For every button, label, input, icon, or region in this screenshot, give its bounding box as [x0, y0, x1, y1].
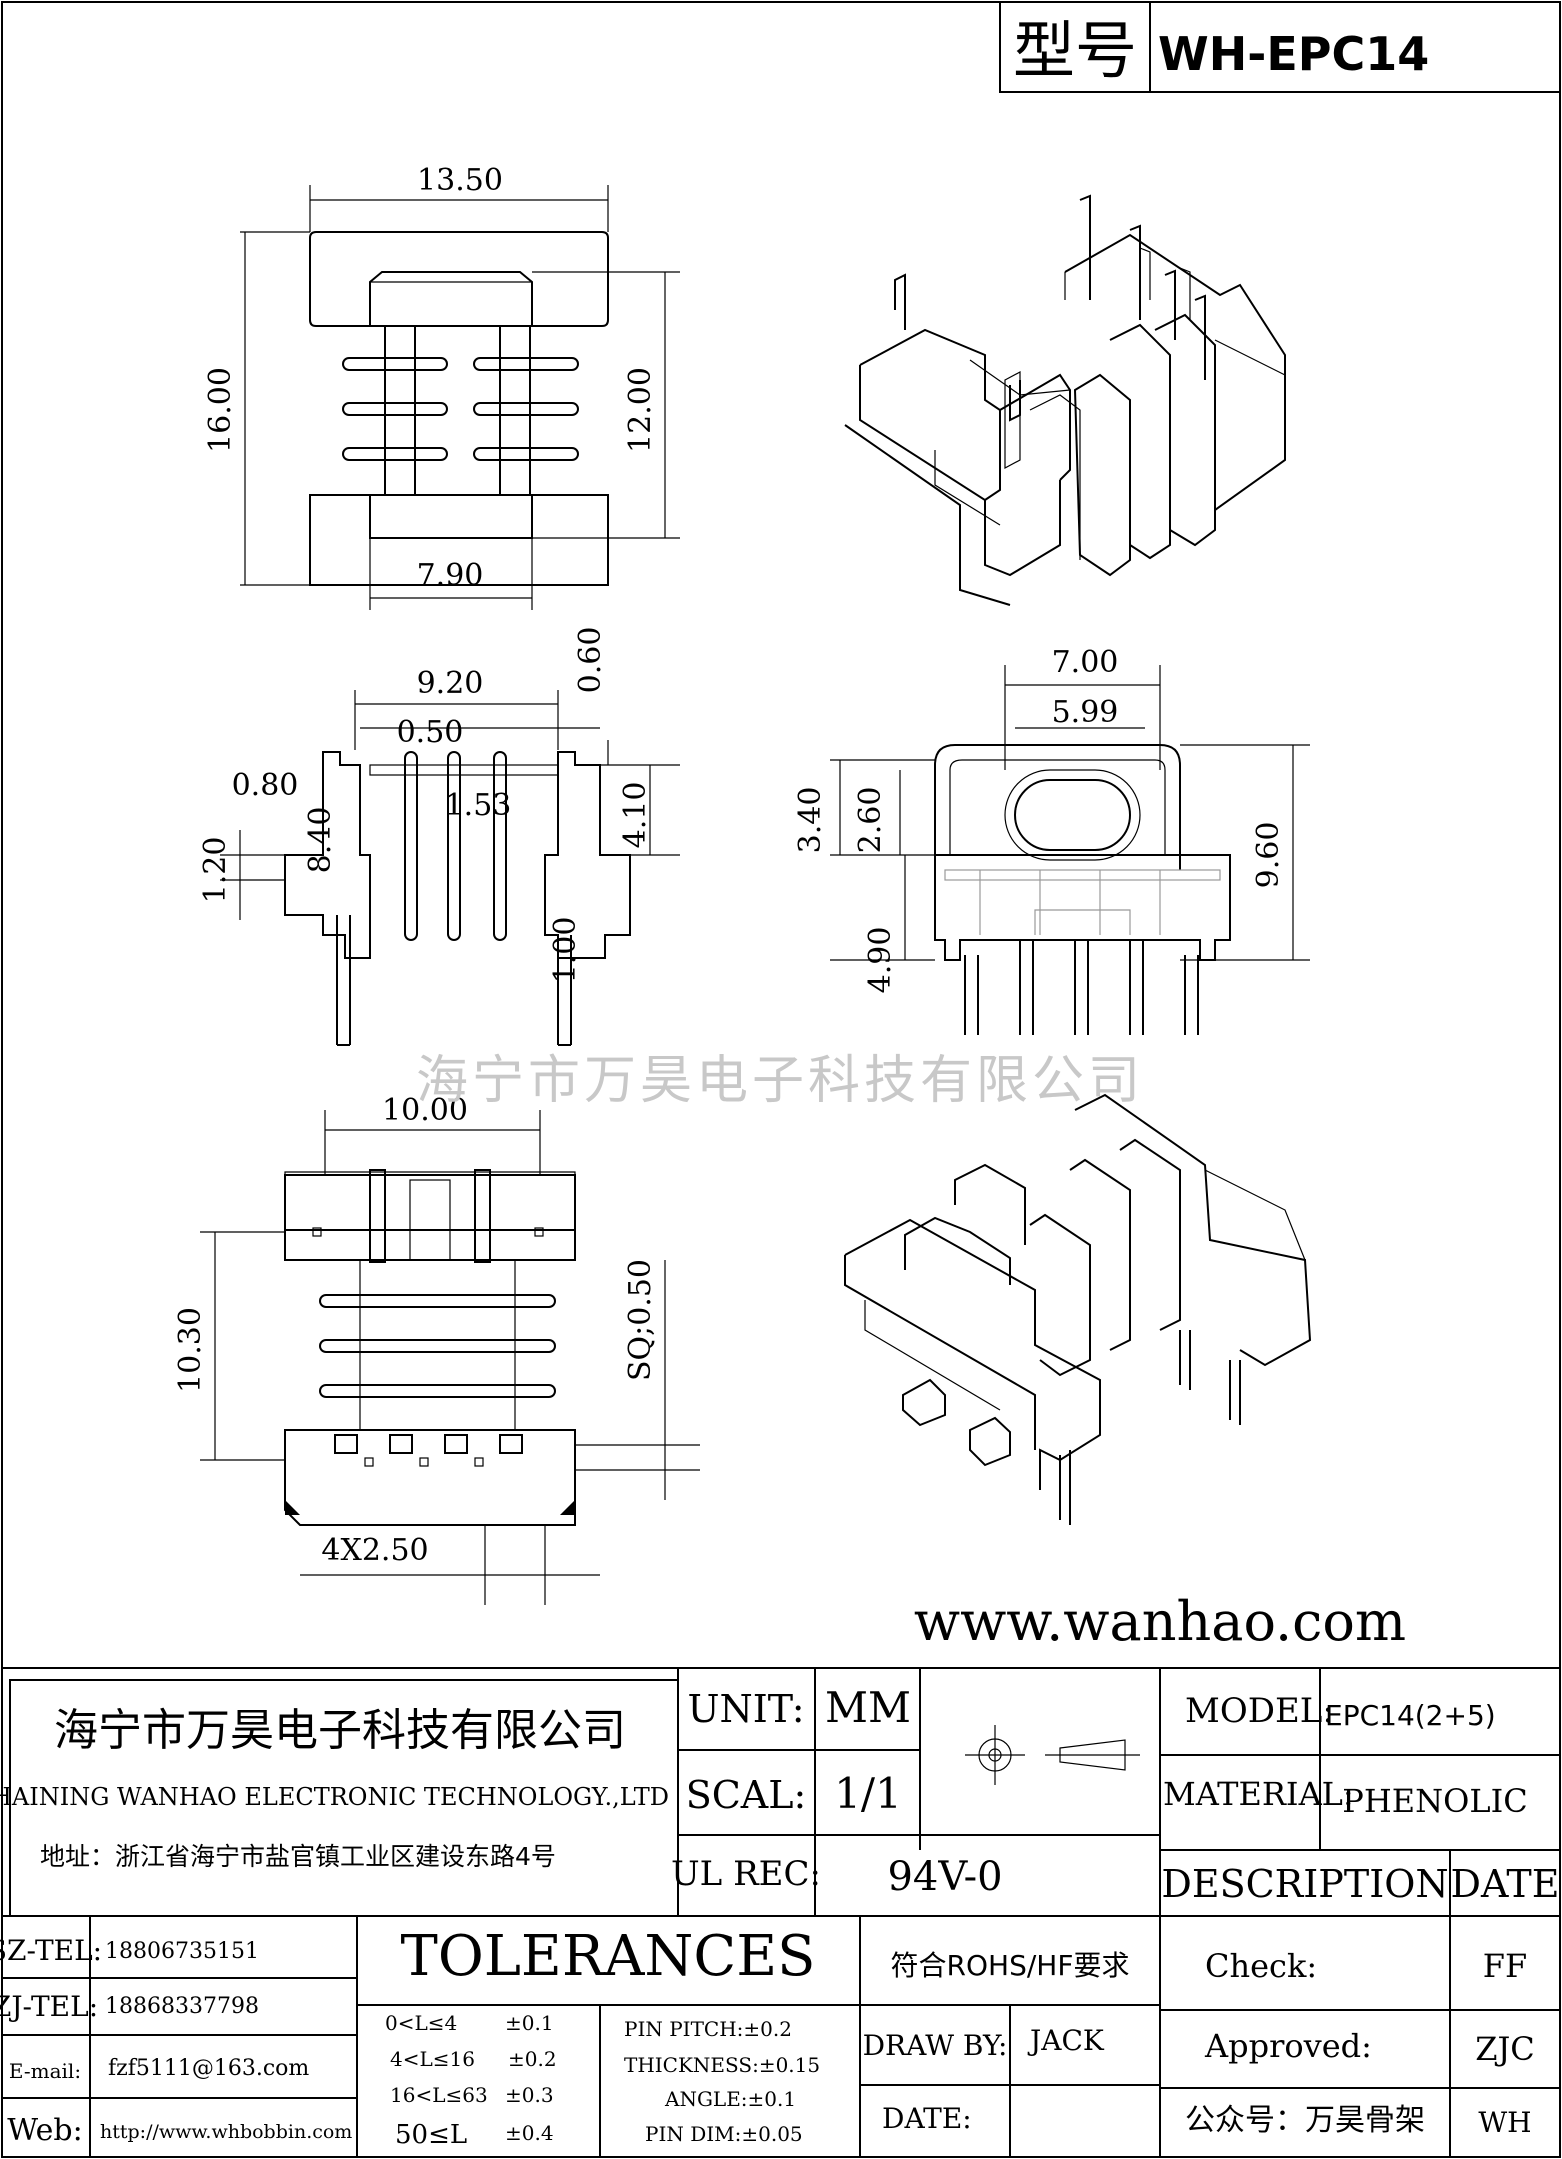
email-label: E-mail: [9, 2059, 81, 2083]
date-row-label: DATE: [882, 2102, 972, 2135]
sz-tel-value: 18806735151 [105, 1939, 259, 1964]
angle: ANGLE:±0.1 [664, 2087, 796, 2111]
dim-L: 10.00 [382, 1093, 468, 1128]
tol-range-4: 50≤L [395, 2120, 467, 2150]
dim-A: 3.40 [793, 787, 828, 854]
projection-symbol [965, 1725, 1140, 1785]
tol-value-1: ±0.1 [505, 2011, 554, 2035]
zj-tel-label: ZJ-TEL: [0, 1990, 98, 2023]
dim-M: 1.53 [445, 788, 512, 823]
material-label: MATERIAL: [1163, 1775, 1354, 1813]
ul-label: UL REC: [671, 1854, 821, 1894]
dim-B: 4.90 [863, 927, 898, 994]
draw-by-label: DRAW BY: [863, 2029, 1008, 2062]
wechat-label: 公众号：万昊骨架 [1185, 2103, 1425, 2138]
date-label: DATE [1451, 1862, 1560, 1906]
model-value: EPC14(2+5) [1325, 1699, 1496, 1732]
dim-T: 7.90 [417, 558, 484, 593]
dim-Q: 9.20 [417, 666, 484, 701]
tol-range-1: 0<L≤4 [385, 2011, 457, 2035]
ul-value: 94V-0 [887, 1854, 1002, 1900]
top-view: 13.50 16.00 12.00 7.90 [203, 163, 680, 610]
header-model-value: WH-EPC14 [1158, 27, 1429, 81]
draw-by-value: JACK [1027, 2024, 1105, 2057]
dim-P: 8.40 [303, 807, 338, 874]
description-label: DESCRIPTION [1161, 1862, 1448, 1906]
dim-O: 12.00 [623, 367, 658, 453]
zj-tel-value: 18868337798 [105, 1994, 259, 2019]
tolerances-title: TOLERANCES [400, 1924, 815, 1989]
bottom-view: 10.00 10.30 SQ;0.50 4X2.50 [173, 1093, 700, 1605]
unit-label: UNIT: [687, 1687, 804, 1731]
dim-R: 7.00 [1052, 645, 1119, 680]
watermark: 海宁市万昊电子科技有限公司 [416, 1051, 1144, 1111]
dim-J: 13.50 [417, 163, 503, 198]
pin-pitch: PIN PITCH:±0.2 [624, 2017, 792, 2041]
isometric-view-top [844, 194, 1286, 606]
scale-value: 1/1 [834, 1769, 902, 1818]
approved-label: Approved: [1204, 2027, 1372, 2065]
company-name-cn: 海宁市万昊电子科技有限公司 [54, 1705, 626, 1756]
unit-value: MM [825, 1683, 911, 1732]
rohs-note: 符合ROHS/HF要求 [891, 1949, 1130, 1982]
material-value: PHENOLIC [1342, 1782, 1527, 1820]
web-value[interactable]: http://www.whbobbin.com [100, 2121, 352, 2143]
header-model-box: 型号 WH-EPC14 [999, 1, 1561, 93]
dim-S: 5.99 [1052, 695, 1119, 730]
pin-dim: PIN DIM:±0.05 [645, 2122, 803, 2146]
sz-tel-label: SZ-TEL: [0, 1934, 102, 1967]
isometric-view-bottom [844, 1093, 1312, 1525]
check-label: Check: [1205, 1947, 1317, 1985]
dim-C: 0.50 [397, 715, 464, 750]
dim-W: 9.60 [1251, 822, 1286, 889]
dim-Z: 4X2.50 [321, 1533, 428, 1568]
tol-value-2: ±0.2 [508, 2047, 557, 2071]
dim-Y: 0.60 [573, 627, 608, 694]
company-address: 地址：浙江省海宁市盐官镇工业区建设东路4号 [40, 1842, 556, 1871]
front-view: 7.00 5.99 9.60 3.40 2.60 4.90 [793, 645, 1310, 1035]
thickness: THICKNESS:±0.15 [624, 2053, 820, 2077]
dim-I: 1.20 [198, 837, 233, 904]
wechat-value: WH [1478, 2106, 1531, 2139]
tol-value-3: ±0.3 [505, 2083, 554, 2107]
tol-range-3: 16<L≤63 [390, 2083, 488, 2107]
dim-N: 4.10 [618, 782, 653, 849]
dim-D: 0.80 [232, 768, 299, 803]
dim-K: SQ;0.50 [623, 1259, 658, 1381]
side-view: 9.20 0.50 0.60 4.10 0.80 1.53 1.20 8.40 … [198, 627, 680, 1046]
dim-E: 16.00 [203, 367, 238, 453]
tol-range-2: 4<L≤16 [390, 2047, 475, 2071]
dim-F: 10.30 [173, 1307, 208, 1393]
company-name-en: HAINING WANHAO ELECTRONIC TECHNOLOGY.,LT… [0, 1783, 669, 1811]
website: www.wanhao.com [914, 1590, 1406, 1653]
email-value[interactable]: fzf5111@163.com [108, 2056, 309, 2081]
title-block: 海宁市万昊电子科技有限公司 HAINING WANHAO ELECTRONIC … [0, 1667, 1560, 2157]
dim-G: 2.60 [853, 787, 888, 854]
tol-value-4: ±0.4 [505, 2121, 554, 2145]
web-label: Web: [7, 2113, 82, 2148]
model-label: MODEL: [1185, 1691, 1334, 1731]
check-value: FF [1483, 1947, 1527, 1985]
dim-X: 1.00 [548, 917, 583, 984]
scale-label: SCAL: [686, 1773, 807, 1817]
header-model-label: 型号 [1013, 14, 1137, 87]
approved-value: ZJC [1475, 2030, 1535, 2068]
